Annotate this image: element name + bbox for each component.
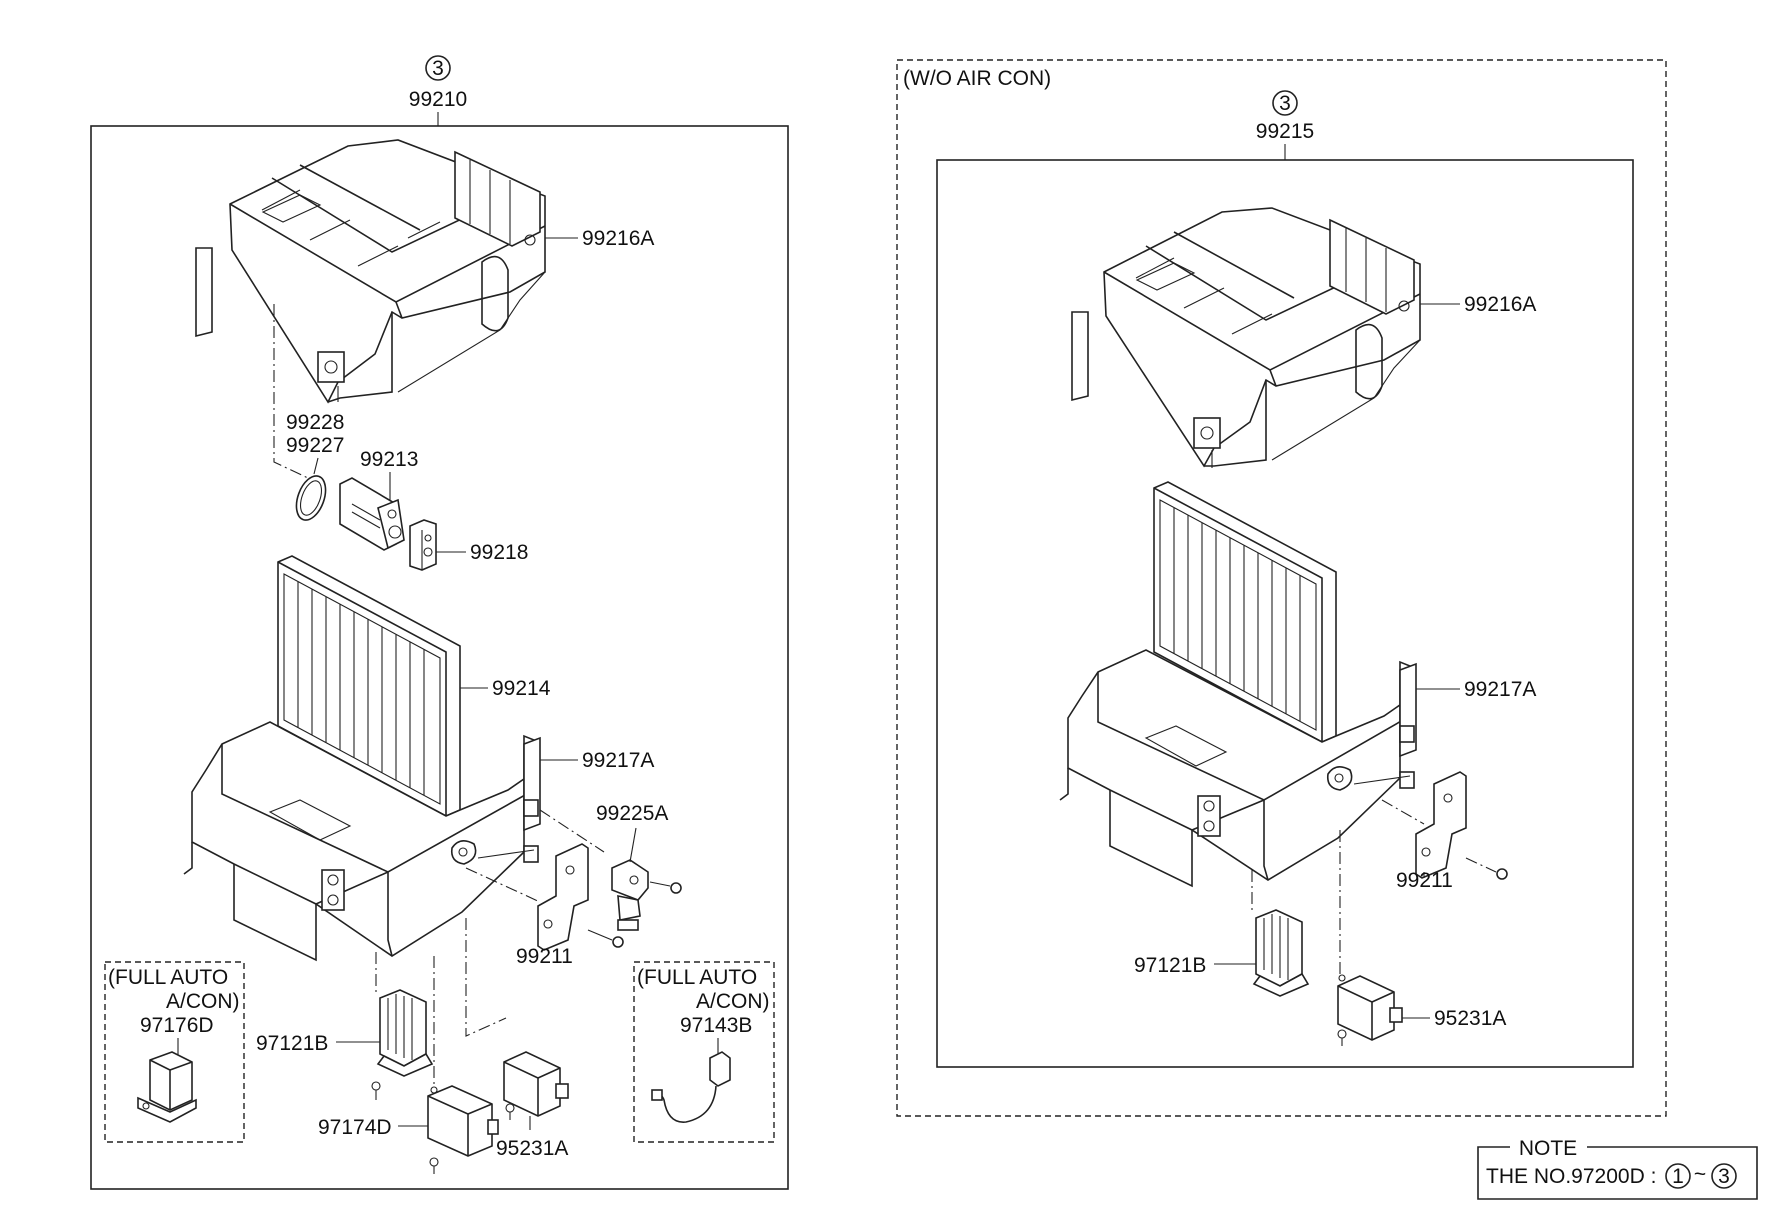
resistor-right-label: 97121B [1134,954,1206,977]
motor-connector-label: 99218 [470,541,528,564]
upper-case-right [1071,207,1421,468]
relay-right [1337,974,1403,1046]
lower-case-right [1059,649,1417,888]
relay-right-label: 95231A [1434,1007,1506,1030]
seal-ring-inner [299,480,323,516]
relay-a-left-label: 95231A [496,1137,568,1160]
resistor-left [371,989,434,1100]
note-title: NOTE [1519,1137,1577,1160]
note-range-start-circle [1665,1163,1691,1189]
bracket-right [1415,771,1508,880]
wo-air-con-caption: (W/O AIR CON) [903,67,1051,90]
relay-b-label: 97174D [318,1116,392,1139]
wo-air-con-frame [896,59,1667,1117]
bracket-right-assembly-line [1381,799,1425,825]
filter-label: 99214 [492,677,551,700]
note-prefix: THE NO.97200D : [1486,1165,1656,1188]
seal-ring-outer [295,475,327,521]
note-frame [1477,1146,1758,1200]
note-range-separator: ~ [1694,1163,1706,1186]
full-auto-right-caption-2: A/CON) [696,990,770,1013]
sensor-left [611,859,682,931]
lower-case-left-label: 99217A [582,749,654,772]
right-assembly-part-number: 99215 [1256,120,1314,143]
full-auto-left-caption-2: A/CON) [166,990,240,1013]
relay-b-left [427,1085,499,1174]
bracket-left-label: 99211 [516,945,573,968]
relay-a-left [503,1051,569,1120]
resistor-right [1252,909,1310,997]
seal-leader [313,457,319,475]
relay-a-assembly-line [465,918,507,1037]
left-assembly-part-number: 99210 [409,88,467,111]
upper-case-right-label: 99216A [1464,293,1536,316]
sensor-assembly-line [539,809,605,853]
full-auto-right-box [633,961,775,1143]
bracket-left [537,843,624,951]
sensor-label: 99225A [596,802,668,825]
right-index-number: 3 [1279,92,1291,115]
lower-case-right-label: 99217A [1464,678,1536,701]
note-range-end-circle [1711,1163,1737,1189]
actuator-label: 99213 [360,448,418,471]
left-assembly: 3 99210 [90,55,789,1190]
upper-case-left [195,139,546,404]
seal-assembly-line [273,304,309,479]
right-index-circle [1272,90,1298,116]
resistor-left-label: 97121B [256,1032,328,1055]
lower-case-left [183,721,541,962]
filter-right [1153,481,1337,743]
full-auto-right-caption-1: (FULL AUTO [637,966,757,989]
left-assembly-frame [90,125,789,1190]
seal-a-label: 99228 [286,411,344,434]
full-auto-left-caption-1: (FULL AUTO [108,966,228,989]
right-assembly-frame [936,159,1634,1068]
motor-connector-left [409,519,437,571]
left-index-number: 3 [432,57,444,80]
seal-b-label: 99227 [286,434,344,457]
full-auto-left-part-number: 97176D [140,1014,214,1037]
bracket-assembly-line [465,867,541,903]
auto-module-left [137,1051,197,1123]
auto-sensor-right [651,1051,731,1123]
left-index-circle [425,55,451,81]
upper-case-left-label: 99216A [582,227,654,250]
sensor-leader [629,827,637,863]
note-range-start: 1 [1672,1165,1684,1188]
bracket-right-label: 99211 [1396,869,1453,892]
right-assembly: (W/O AIR CON) 3 99215 [896,59,1667,1117]
note-range-end: 3 [1718,1165,1730,1188]
note-box: NOTE THE NO.97200D : 1 ~ 3 [1477,1137,1758,1200]
full-auto-right-part-number: 97143B [680,1014,752,1037]
actuator-left [339,477,405,551]
